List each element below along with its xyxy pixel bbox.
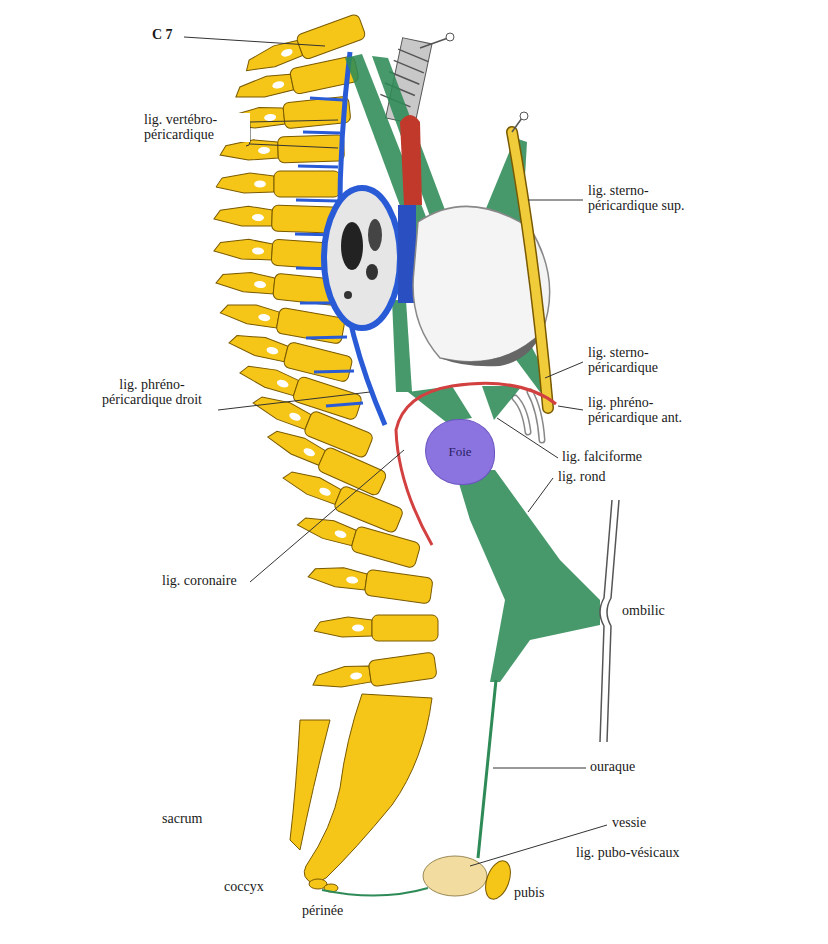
anatomy-label: pubis <box>512 886 546 901</box>
anatomy-label: C 7 <box>150 28 175 43</box>
liver-shape: Foie <box>425 419 495 485</box>
anatomy-label: ombilic <box>620 604 667 619</box>
anatomy-label: sacrum <box>160 812 204 827</box>
anatomy-label: lig. phréno- péricardique droit <box>98 378 206 407</box>
abdominal-wall <box>600 500 619 742</box>
aorta <box>400 115 422 205</box>
anatomy-label: lig. pubo-vésicaux <box>574 846 681 861</box>
anatomy-label: lig. falciforme <box>560 450 644 465</box>
anatomy-label: coccyx <box>222 880 266 895</box>
anatomy-label: lig. phréno- péricardique ant. <box>586 396 712 425</box>
anatomy-label: ouraque <box>588 760 637 775</box>
mediastinal-section <box>324 188 400 328</box>
anatomy-label: lig. vertébro- péricardique <box>142 113 250 142</box>
anatomy-label: lig. sterno- péricardique sup. <box>586 184 712 213</box>
pubis-bone <box>481 857 515 902</box>
anatomy-label: vessie <box>610 816 648 831</box>
organ-label: Foie <box>448 444 471 460</box>
anatomy-label: périnée <box>300 904 345 919</box>
anatomy-label: lig. coronaire <box>160 574 239 589</box>
anatomy-label: lig. rond <box>556 470 607 485</box>
perineum <box>322 888 428 896</box>
urachus <box>478 680 496 858</box>
hepatic-ligaments <box>408 386 600 682</box>
leader-lines <box>184 37 607 866</box>
bladder <box>423 856 487 896</box>
diaphragm-line <box>396 383 556 545</box>
anatomy-label: lig. sterno- péricardique <box>586 346 694 375</box>
spine <box>213 13 438 892</box>
